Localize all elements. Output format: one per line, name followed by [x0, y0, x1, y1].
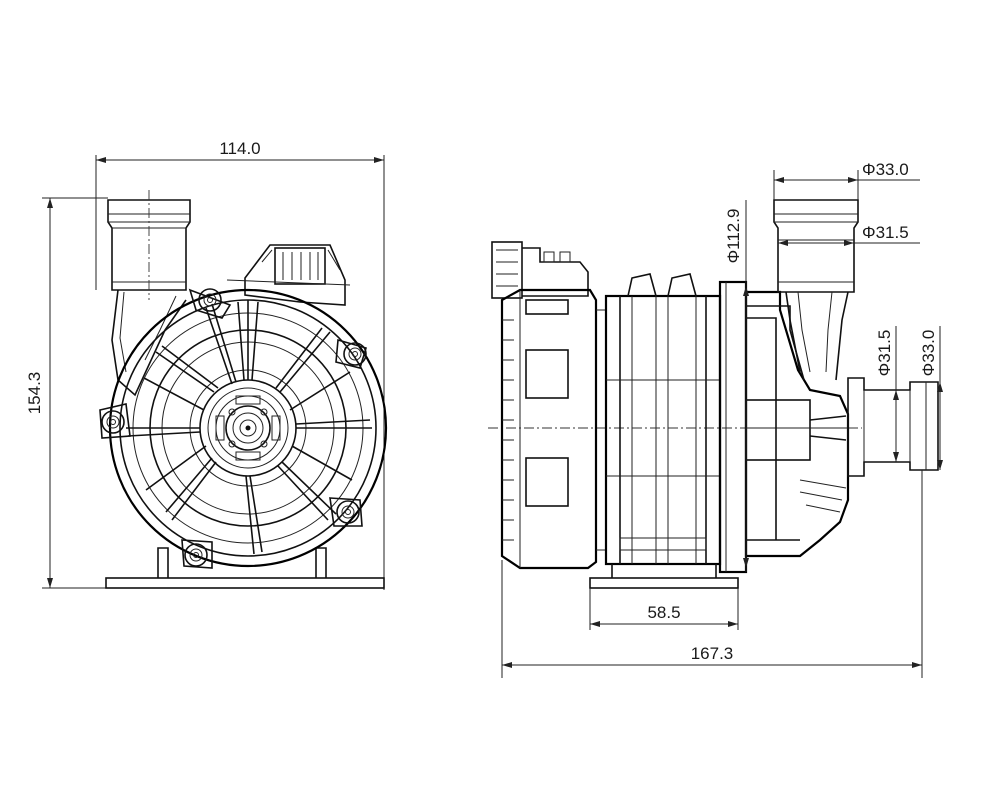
outlet-inner-dia-label: Φ31.5 — [862, 223, 909, 242]
total-length-dimension: 167.3 — [501, 470, 923, 678]
base-width-dimension: 58.5 — [589, 588, 739, 630]
side-outlet-pipe — [773, 199, 859, 381]
front-base-plate — [105, 547, 385, 589]
body-dia-label: Φ112.9 — [724, 209, 743, 264]
front-height-dimension: 154.3 — [25, 197, 108, 589]
front-view: 114.0 154.3 — [25, 139, 388, 590]
side-view: Φ33.0 Φ31.5 Φ112.9 Φ31.5 Φ33 — [488, 160, 943, 678]
side-base-plate — [589, 564, 739, 589]
total-length-label: 167.3 — [691, 644, 734, 663]
front-connector — [226, 244, 351, 306]
side-inlet-pipe — [847, 377, 939, 477]
inlet-inner-dia-dimension: Φ31.5 — [875, 326, 899, 462]
side-motor-cap — [500, 288, 607, 570]
outlet-outer-dia-label: Φ33.0 — [862, 160, 909, 179]
front-outlet-pipe — [107, 190, 191, 397]
inlet-inner-dia-label: Φ31.5 — [875, 330, 894, 377]
front-bolts — [99, 288, 367, 569]
outlet-outer-dia-dimension: Φ33.0 — [773, 160, 920, 200]
side-motor-body — [604, 273, 722, 566]
front-height-label: 154.3 — [25, 372, 44, 415]
inlet-outer-dia-label: Φ33.0 — [919, 330, 938, 377]
inlet-outer-dia-dimension: Φ33.0 — [919, 326, 943, 470]
base-width-label: 58.5 — [647, 603, 680, 622]
front-width-label: 114.0 — [219, 139, 260, 158]
body-dia-dimension: Φ112.9 — [724, 200, 749, 572]
outlet-inner-dia-dimension: Φ31.5 — [778, 223, 920, 246]
front-width-dimension: 114.0 — [95, 139, 385, 590]
front-ribs — [126, 300, 372, 555]
